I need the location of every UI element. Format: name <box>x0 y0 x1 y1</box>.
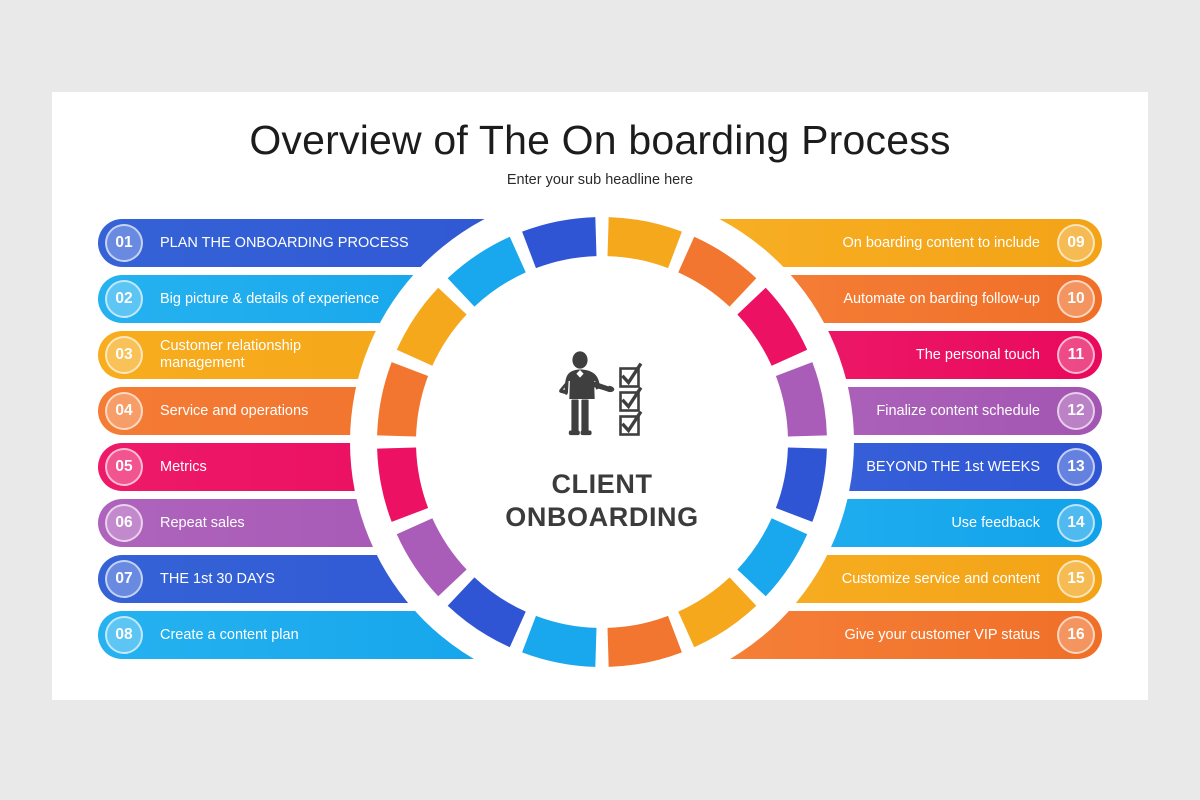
step-number-badge: 10 <box>1057 280 1095 318</box>
step-number-badge: 12 <box>1057 392 1095 430</box>
page-title: Overview of The On boarding Process <box>249 117 951 163</box>
step-label: Finalize content schedule <box>876 402 1040 419</box>
step-label: Use feedback <box>951 514 1040 531</box>
page-subtitle: Enter your sub headline here <box>506 172 694 188</box>
step-number-badge: 05 <box>105 448 143 486</box>
step-label: Big picture & details of experience <box>160 290 380 307</box>
step-label: BEYOND THE 1st WEEKS <box>866 458 1040 475</box>
step-number-badge: 15 <box>1057 560 1095 598</box>
step-label: Service and operations <box>160 402 309 419</box>
step-number-badge: 01 <box>105 224 143 262</box>
step-label: The personal touch <box>915 346 1040 363</box>
step-label: Give your customer VIP status <box>844 626 1040 643</box>
step-number-badge: 04 <box>105 392 143 430</box>
step-label: Customer relationship management <box>160 338 302 371</box>
step-number-badge: 13 <box>1057 448 1095 486</box>
step-number-badge: 14 <box>1057 504 1095 542</box>
step-label: Repeat sales <box>160 514 245 531</box>
slide-canvas: Overview of The On boarding Process Ente… <box>52 92 1148 700</box>
step-number-badge: 06 <box>105 504 143 542</box>
step-label: Customize service and content <box>841 570 1040 587</box>
step-label: On boarding content to include <box>842 234 1041 251</box>
step-number-badge: 11 <box>1057 336 1095 374</box>
step-number-badge: 08 <box>105 616 143 654</box>
businessman-checklist-icon <box>550 350 654 442</box>
step-label: Create a content plan <box>160 626 299 643</box>
step-number-badge: 07 <box>105 560 143 598</box>
step-number-badge: 16 <box>1057 616 1095 654</box>
step-number-badge: 02 <box>105 280 143 318</box>
step-label: THE 1st 30 DAYS <box>160 570 275 587</box>
step-label: Automate on barding follow-up <box>843 290 1040 307</box>
step-number-badge: 03 <box>105 336 143 374</box>
step-number-badge: 09 <box>1057 224 1095 262</box>
center-content: CLIENT ONBOARDING <box>350 190 854 694</box>
center-title: CLIENT ONBOARDING <box>505 468 699 532</box>
step-label: Metrics <box>160 458 207 475</box>
